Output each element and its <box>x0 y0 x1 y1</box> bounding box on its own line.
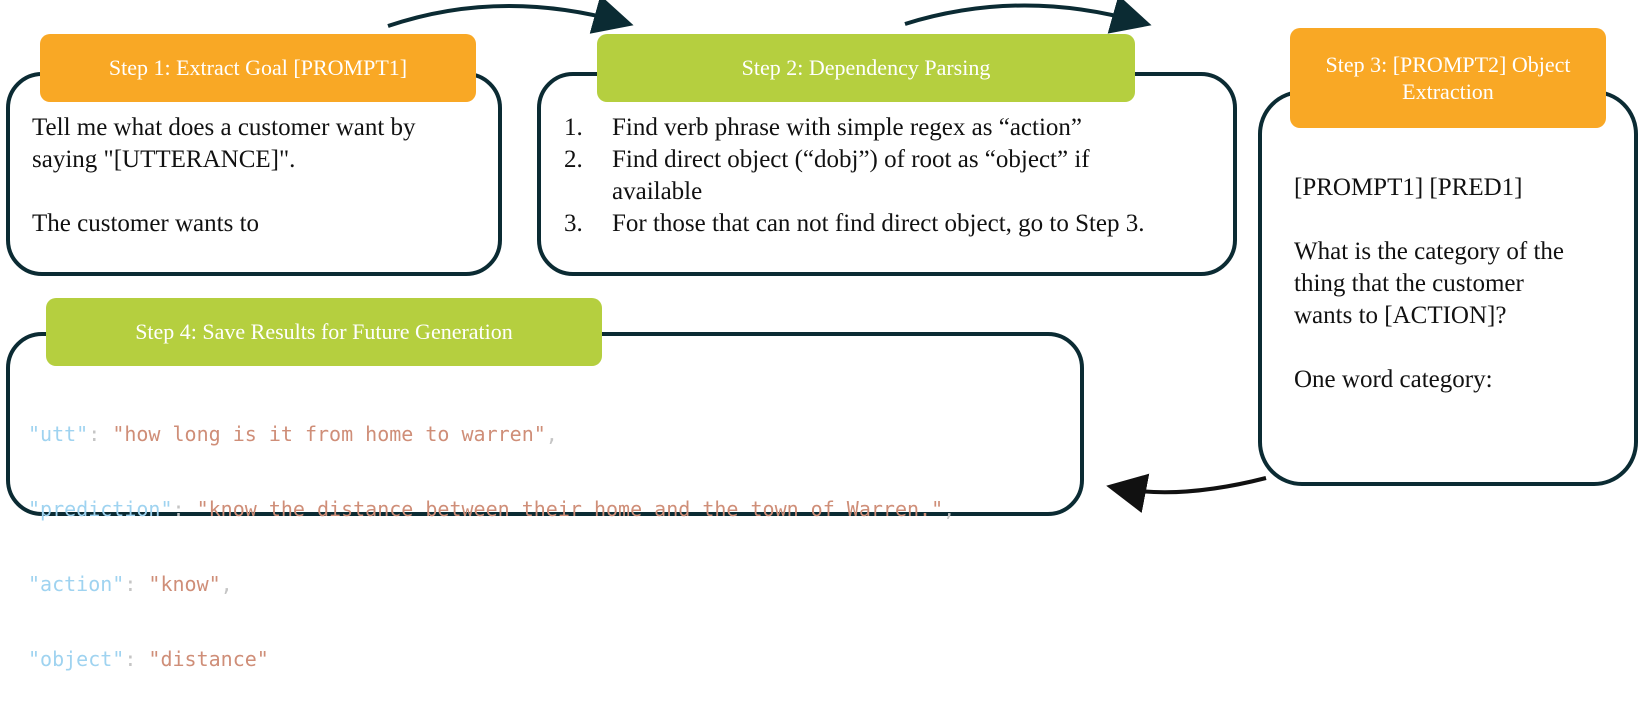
step3-text: [PROMPT1] [PRED1] What is the category o… <box>1294 172 1624 396</box>
step2-title-tag: Step 2: Dependency Parsing <box>597 34 1135 102</box>
step1-line1: Tell me what does a customer want by <box>32 114 416 141</box>
json-row: "utt": "how long is it from home to warr… <box>28 422 558 446</box>
step3-title-line1: Step 3: [PROMPT2] Object <box>1325 51 1571 77</box>
step1-text: Tell me what does a customer want by say… <box>32 112 492 240</box>
step4-title-tag: Step 4: Save Results for Future Generati… <box>46 298 602 366</box>
step2-item: 3. For those that can not find direct ob… <box>564 208 1214 240</box>
step2-item-num: 2. <box>564 146 583 173</box>
json-value: "know" <box>148 572 221 596</box>
step4-title: Step 4: Save Results for Future Generati… <box>135 319 513 345</box>
step1-title: Step 1: Extract Goal [PROMPT1] <box>108 55 408 81</box>
arrow-step1-to-step2 <box>387 0 634 34</box>
json-key: "prediction" <box>28 497 173 521</box>
step3-line3: thing that the customer <box>1294 270 1524 297</box>
step2-item: 1. Find verb phrase with simple regex as… <box>564 112 1214 144</box>
flow-arrows <box>387 0 1267 513</box>
step3-title-tag: Step 3: [PROMPT2] Object Extraction <box>1290 28 1606 128</box>
step3-line4: wants to [ACTION]? <box>1294 302 1507 329</box>
step2-box <box>537 72 1237 276</box>
json-row: "action": "know", <box>28 572 233 596</box>
arrow-step2-to-step3 <box>904 0 1152 34</box>
step2-item-text: Find direct object (“dobj”) of root as “… <box>612 146 1090 205</box>
step3-title-line2: Extraction <box>1402 79 1494 104</box>
step2-title: Step 2: Dependency Parsing <box>741 55 991 81</box>
step3-line5: One word category: <box>1294 366 1493 393</box>
step1-box <box>6 72 502 276</box>
step3-box <box>1258 90 1638 486</box>
step2-item-num: 3. <box>564 210 583 237</box>
step4-json: "utt": "how long is it from home to warr… <box>28 372 955 722</box>
step2-list: 1. Find verb phrase with simple regex as… <box>564 112 1214 240</box>
json-value: "distance" <box>148 647 269 671</box>
json-key: "action" <box>28 572 125 596</box>
step1-title-tag: Step 1: Extract Goal [PROMPT1] <box>40 34 476 102</box>
step2-item-text: Find verb phrase with simple regex as “a… <box>612 114 1082 141</box>
json-row: "object": "distance" <box>28 647 269 671</box>
json-value: "how long is it from home to warren" <box>112 422 546 446</box>
step1-line3: The customer wants to <box>32 210 260 237</box>
step3-line1: [PROMPT1] [PRED1] <box>1294 174 1523 201</box>
step2-item: 2. Find direct object (“dobj”) of root a… <box>564 144 1214 208</box>
step2-item-text: For those that can not find direct objec… <box>612 210 1145 237</box>
json-row: "prediction": "know the distance between… <box>28 497 956 521</box>
step3-line2: What is the category of the <box>1294 238 1565 265</box>
step1-line2: saying "[UTTERANCE]". <box>32 146 296 173</box>
json-value: "know the distance between their home an… <box>196 497 944 521</box>
json-key: "utt" <box>28 422 89 446</box>
step2-item-num: 1. <box>564 114 583 141</box>
json-key: "object" <box>28 647 125 671</box>
arrow-step3-to-step4 <box>1106 473 1267 513</box>
pipeline-diagram: Step 1: Extract Goal [PROMPT1] Tell me w… <box>6 0 1638 671</box>
